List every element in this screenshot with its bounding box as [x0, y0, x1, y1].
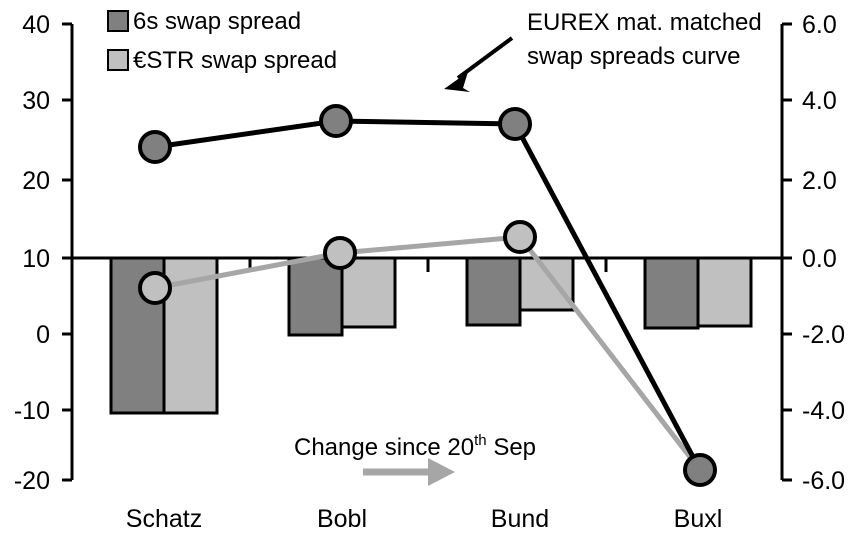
left-axis-tick-labels: 40 30 20 10 0 -10 -20 [14, 11, 50, 495]
left-tick-0: 0 [36, 321, 50, 349]
eurex-note-line1: EUREX mat. matched [527, 9, 762, 36]
chart-legend: 6s swap spread €STR swap spread [107, 8, 337, 74]
annotation-change-since-sep: Change since 20th Sep [294, 432, 536, 486]
cat-label-bund: Bund [491, 505, 549, 533]
left-tick-neg10: -10 [14, 397, 50, 425]
cat-label-schatz: Schatz [126, 505, 202, 533]
change-note-before: Change since 20 [294, 434, 474, 461]
left-axis [62, 22, 74, 482]
right-tick-0: 0.0 [802, 245, 837, 273]
left-tick-30: 30 [22, 87, 50, 115]
marker-change-bobl [323, 236, 357, 270]
right-axis-tick-labels: 6.0 4.0 2.0 0.0 -2.0 -4.0 -6.0 [802, 11, 845, 495]
marker-change-bund [503, 220, 537, 254]
change-note-superscript: th [474, 432, 487, 449]
marker-eurex-buxl [683, 453, 717, 487]
legend-swatch-6s [107, 10, 129, 32]
right-tick-4: 4.0 [802, 87, 837, 115]
left-tick-20: 20 [22, 167, 50, 195]
annotation-eurex-curve: EUREX mat. matched swap spreads curve [444, 9, 762, 92]
bar-estr-bund [518, 256, 575, 312]
category-axis-labels: Schatz Bobl Bund Buxl [126, 505, 723, 533]
bar-group-buxl [643, 256, 753, 330]
bar-6s-bund [465, 256, 522, 327]
left-tick-40: 40 [22, 11, 50, 39]
right-tick-2: 2.0 [802, 167, 837, 195]
left-tick-10: 10 [22, 245, 50, 273]
series-eurex-curve [138, 104, 717, 487]
change-note-after: Sep [487, 434, 536, 461]
cat-label-buxl: Buxl [674, 505, 723, 533]
legend-label-6s: 6s swap spread [133, 8, 301, 35]
left-tick-neg20: -20 [14, 467, 50, 495]
bar-group-bund [465, 256, 575, 327]
cat-label-bobl: Bobl [317, 505, 367, 533]
right-axis [780, 22, 792, 482]
right-tick-neg2: -2.0 [802, 321, 845, 349]
right-tick-neg4: -4.0 [802, 397, 845, 425]
marker-change-schatz [138, 271, 172, 305]
bar-estr-buxl [696, 256, 753, 328]
marker-eurex-schatz [138, 130, 172, 164]
legend-label-estr: €STR swap spread [133, 47, 337, 74]
marker-eurex-bund [498, 107, 532, 141]
legend-swatch-estr [107, 49, 129, 71]
bar-6s-bobl [287, 256, 344, 337]
change-note-arrow-icon [363, 458, 455, 486]
right-tick-6: 6.0 [802, 11, 837, 39]
change-note-text: Change since 20th Sep [294, 432, 536, 461]
bar-estr-bobl [340, 256, 397, 329]
series-change-since-sep [138, 220, 702, 472]
eurex-note-arrow-icon [444, 36, 514, 92]
bar-6s-buxl [643, 256, 700, 330]
eurex-note-line2: swap spreads curve [527, 43, 740, 70]
right-tick-neg6: -6.0 [802, 467, 845, 495]
bar-group-bobl [287, 256, 397, 337]
marker-eurex-bobl [319, 104, 353, 138]
